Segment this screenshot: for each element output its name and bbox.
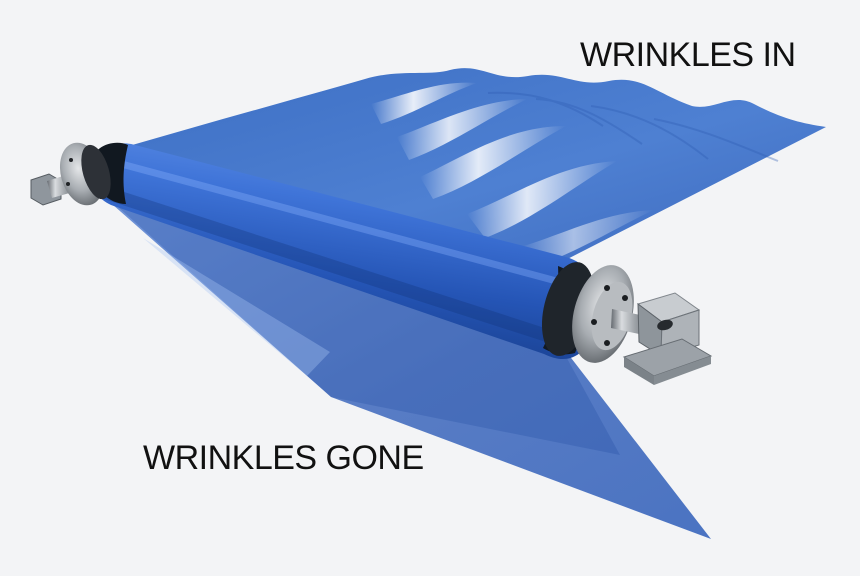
right-bearing-assembly (541, 262, 713, 385)
wrinkles-gone-label: WRINKLES GONE (143, 439, 424, 477)
wrinkle-ridge-four (467, 161, 617, 238)
right-bolt-two (622, 295, 628, 301)
wrinkle-ridge-three (420, 126, 566, 199)
left-end-cap-ring (81, 144, 111, 200)
left-bearing-assembly (30, 142, 111, 206)
roller-shadow-band (98, 184, 569, 349)
left-bolt-one (69, 158, 73, 162)
right-mount-base-front (624, 357, 654, 385)
outgoing-flat-web (104, 197, 711, 539)
roller-top-highlight (102, 155, 576, 290)
wrinkle-ridge-five (520, 210, 654, 265)
right-pillow-block-hole (657, 319, 673, 331)
wrinkle-ridge-one (371, 82, 477, 124)
right-mount-base-side (654, 356, 711, 385)
incoming-wrinkled-web (122, 68, 826, 273)
right-bolt-five (591, 319, 597, 325)
outgoing-web-sheet (104, 197, 711, 539)
wrinkle-ridge-two (397, 99, 527, 160)
right-bolt-one (604, 285, 610, 291)
left-bolt-two (66, 182, 70, 186)
right-bolt-four (604, 340, 610, 346)
outgoing-web-soft-highlight (143, 238, 330, 376)
roller-body (91, 143, 598, 360)
wrinkle-crease-lines (487, 91, 779, 162)
outgoing-web-shadow-face (117, 206, 620, 455)
wrinkles-in-label: WRINKLES IN (580, 36, 796, 74)
